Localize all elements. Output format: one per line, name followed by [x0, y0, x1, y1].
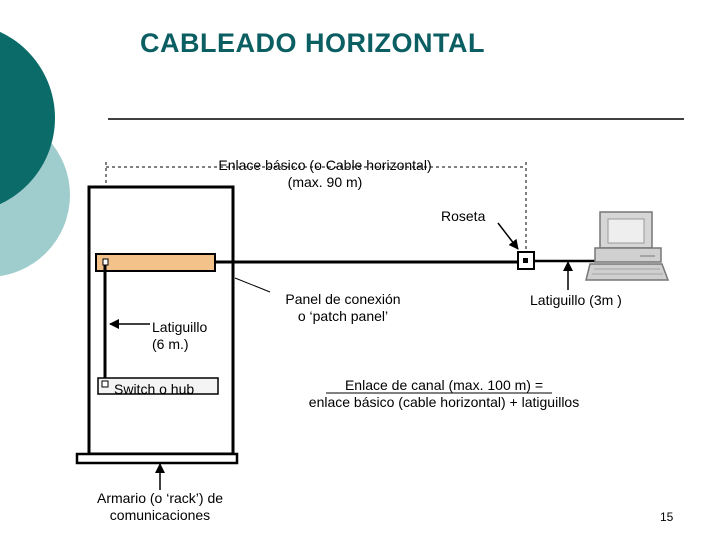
roseta-label: Roseta: [441, 208, 486, 224]
switch-label: Switch o hub: [114, 381, 195, 397]
basic-link-label: Enlace básico (o Cable horizontal) (max.…: [190, 157, 460, 191]
rack-label: Armario (o ‘rack’) de comunicaciones: [70, 490, 250, 524]
rack-base: [75, 452, 239, 465]
basic-link-label-line2: (max. 90 m): [287, 174, 363, 190]
channel-link-label-line1: Enlace de canal (max. 100 m) =: [344, 377, 544, 393]
patch-panel-port: [102, 258, 109, 266]
roseta-arrow: [497, 222, 519, 250]
patch-panel-label-line1: Panel de conexión: [285, 291, 401, 307]
roseta-port: [523, 258, 528, 263]
switch-port: [101, 380, 109, 388]
rack-label-line2: comunicaciones: [109, 507, 211, 523]
patch-panel-label-line2: o ‘patch panel’: [297, 308, 389, 324]
basic-link-label-line1: Enlace básico (o Cable horizontal): [218, 157, 432, 173]
latiguillo-6m-label: Latiguillo (6 m.): [152, 319, 207, 353]
channel-link-label-line2: enlace básico (cable horizontal) + latig…: [308, 394, 580, 410]
patch-panel: [95, 253, 216, 272]
page-number: 15: [660, 510, 674, 524]
latiguillo-6m-label-line2: (6 m.): [152, 336, 189, 352]
latiguillo-3m-label: Latiguillo (3m ): [530, 292, 622, 308]
latiguillo-6m-label-line1: Latiguillo: [152, 319, 208, 335]
slide-title: CABLEADO HORIZONTAL: [140, 28, 485, 58]
computer-icon: [585, 211, 670, 281]
rack-label-line1: Armario (o ‘rack’) de: [96, 490, 224, 506]
channel-link-label: Enlace de canal (max. 100 m) = enlace bá…: [266, 377, 622, 411]
dark-teal-circle: [0, 31, 55, 205]
patch-panel-pointer: [234, 277, 271, 293]
switch-device: [97, 377, 219, 395]
patch-panel-label: Panel de conexión o ‘patch panel’: [258, 291, 428, 325]
